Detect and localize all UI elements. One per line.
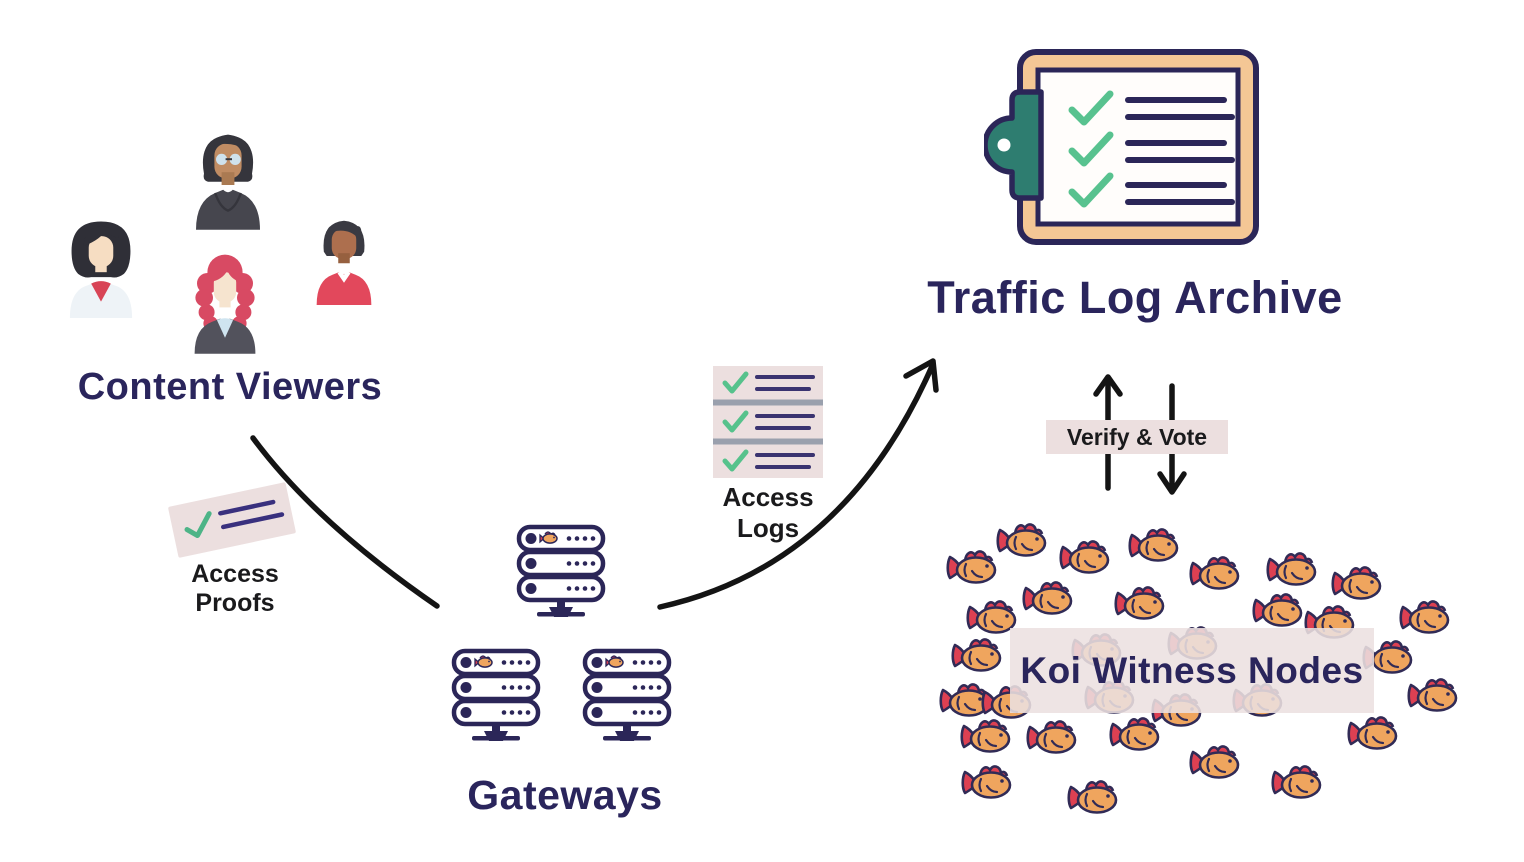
koi-fish-icon — [1026, 717, 1078, 757]
curved-arrow-gateways-to-archive — [657, 361, 936, 610]
koi-fish-icon — [996, 520, 1048, 560]
koi-fish-icon — [946, 547, 998, 587]
access-proofs-label: Access Proofs — [191, 560, 279, 617]
koi-fish-icon — [1331, 563, 1383, 603]
koi-fish-icon — [1128, 525, 1180, 565]
server-rack-icon — [578, 648, 676, 750]
koi-fish-icon — [1266, 549, 1318, 589]
server-rack-icon — [512, 524, 610, 626]
koi-fish-icon — [1114, 583, 1166, 623]
koi-fish-icon — [1407, 675, 1459, 715]
koi-fish-icon — [1271, 762, 1323, 802]
koi-fish-icon — [605, 655, 624, 668]
koi-fish-icon — [1022, 578, 1074, 618]
avatar-woman-curly-hair — [185, 248, 265, 354]
koi-witness-nodes-label: Koi Witness Nodes — [1010, 628, 1374, 713]
avatar-woman-bob — [60, 210, 142, 318]
avatar-man-red-shirt — [308, 210, 380, 305]
koi-fish-icon — [961, 762, 1013, 802]
koi-fish-icon — [1252, 590, 1304, 630]
gateways-label: Gateways — [467, 772, 663, 818]
traffic-log-archive-label: Traffic Log Archive — [927, 272, 1343, 323]
access-log-list-icon — [713, 366, 823, 478]
koi-fish-icon — [1189, 553, 1241, 593]
koi-fish-icon — [474, 655, 493, 668]
koi-fish-icon — [960, 716, 1012, 756]
verify-vote-label: Verify & Vote — [1046, 420, 1228, 454]
koi-fish-icon — [1059, 537, 1111, 577]
koi-fish-icon — [966, 597, 1018, 637]
server-rack-icon — [447, 648, 545, 750]
koi-fish-icon — [1109, 714, 1161, 754]
content-viewers-label: Content Viewers — [77, 366, 383, 408]
avatar-person-hoodie-glasses — [188, 124, 268, 230]
koi-fish-icon — [1347, 713, 1399, 753]
koi-fish-icon — [951, 635, 1003, 675]
koi-fish-icon — [1189, 742, 1241, 782]
arrowhead-icon — [903, 358, 939, 393]
koi-fish-icon — [1067, 777, 1119, 817]
curved-arrow-viewers-to-gateways — [250, 435, 440, 609]
koi-fish-icon — [1399, 597, 1451, 637]
access-proof-ticket-icon — [167, 482, 297, 558]
clipboard-checklist-icon — [984, 46, 1262, 248]
access-logs-label: Access Logs — [722, 482, 814, 543]
koi-fish-icon — [539, 531, 558, 544]
